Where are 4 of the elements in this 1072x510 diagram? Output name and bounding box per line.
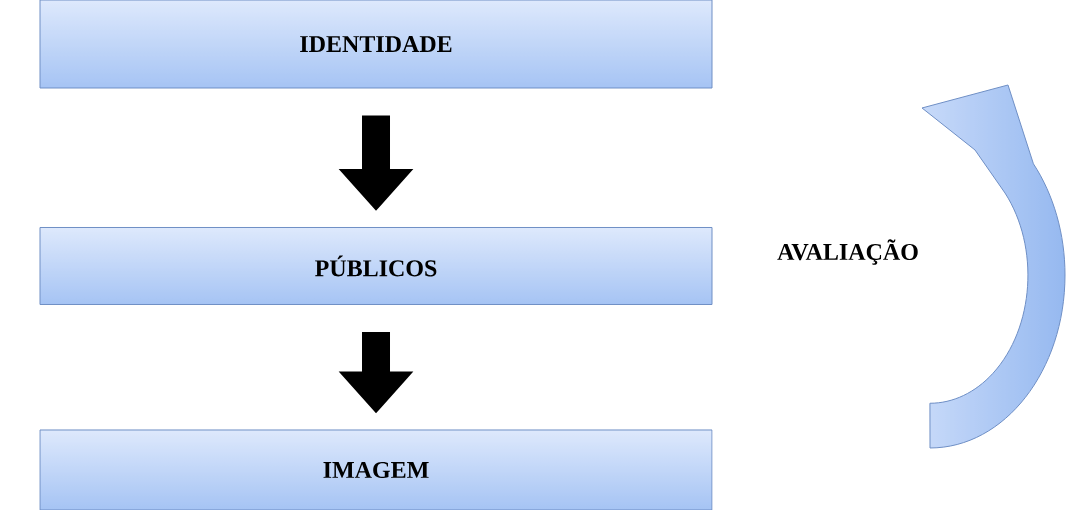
process-box: IMAGEM [39, 429, 713, 510]
process-box: IDENTIDADE [39, 0, 713, 89]
process-box: PÚBLICOS [39, 227, 713, 305]
label-text: AVALIAÇÃO [777, 239, 918, 265]
